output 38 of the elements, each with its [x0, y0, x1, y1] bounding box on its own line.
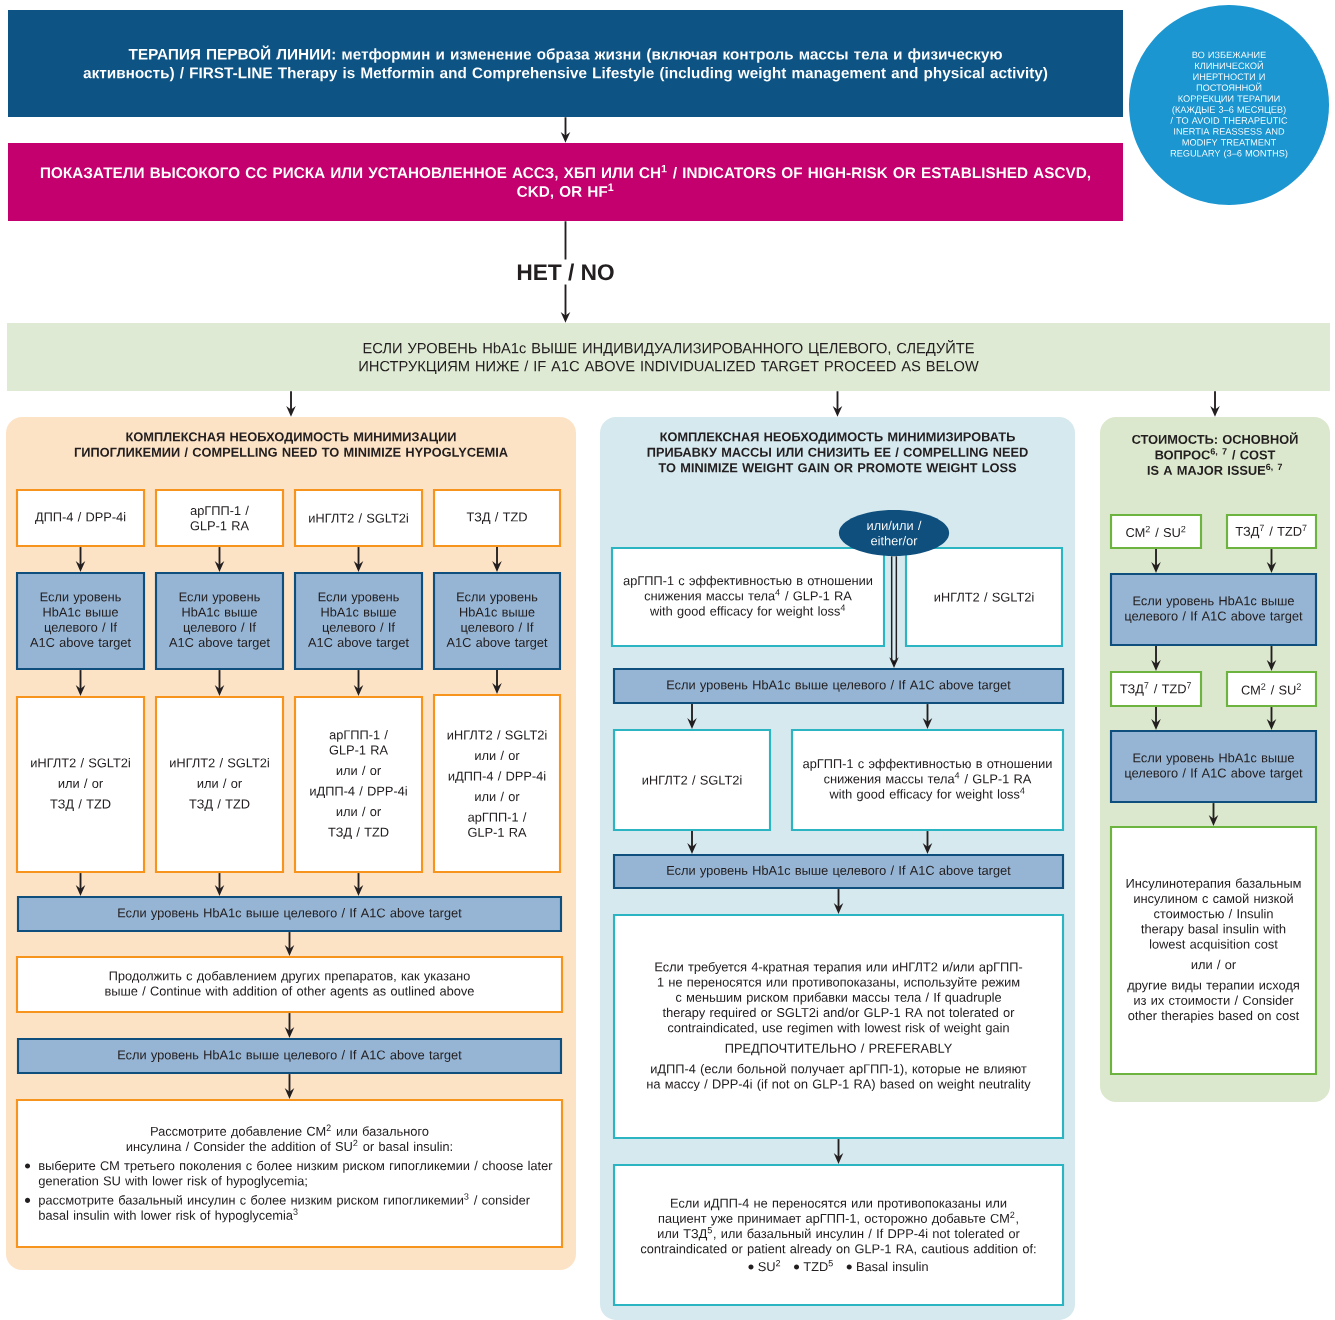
condition-box: Если уровень HbA1c выше целевого / If A1C above target [15, 571, 146, 671]
option-box: Если требуется 4-кратная терапия или иНГЛТ2 и/или арГПП-1 не переносятся или противопоказаны, используйте режим с меньшим риском прибавки массы тела / If quadruple therapy required or SGLT2i and/or GLP-1 RA not tolerated or contraindicated, use regimen with lowest risk of weight gain ПРЕДПОЧТИТЕЛЬНО / PREFERABLY иДПП-4 (если больной получает арГПП-1), которые не влияют на массу / DPP-4i (if not on GLP-1 RA) based on weight neutrality [612, 913, 1065, 1140]
option-box: Продолжить с добавлением других препаратов, как указано выше / Continue with addition of other agents as outlined above [15, 955, 564, 1014]
option-box: Рассмотрите добавление СМ$^{2}$ или базального инсулина / Consider the addition of SU$^{2}$ or basal insulin: выберите СМ третьего поколения с более низким риском гипогликемии / choose later generation SU with lower risk of hypoglycemia; рассмотрите базальный инсулин с более низким риском гипогликемии$^{3}$ / consider basal insulin with lower risk of hypoglycemia$^{3}$ [15, 1098, 564, 1249]
condition-box: Если уровень HbA1c выше целевого / If A1C above target [154, 571, 285, 671]
option-box: иНГЛТ2 / SGLT2i или / or иДПП-4 / DPP-4i или / or арГПП-1 / GLP-1 RA [432, 693, 562, 874]
option-box: Инсулинотерапия базальным инсулином с самой низкой стоимостью / Insulin therapy basal insulin with lowest acquisition cost или / or другие виды терапии исходя из их стоимости / Consider other therapies based on cost [1109, 825, 1318, 1076]
option-box: иНГЛТ2 / SGLT2i [612, 728, 772, 832]
option-box: иНГЛТ2 / SGLT2i [904, 546, 1064, 648]
option-box: иНГЛТ2 / SGLT2i или / or ТЗД / TZD [15, 695, 146, 874]
panel-heading: КОМПЛЕКСНАЯ НЕОБХОДИМОСТЬ МИНИМИЗИРОВАТЬ ПРИБАВКУ МАССЫ ИЛИ СНИЗИТЬ ЕЕ / COMPELLING NEED TO MINIMIZE WEIGHT GAIN OR PROMOTE WEIGHT LOSS [647, 432, 1028, 473]
condition-box: Если уровень HbA1c выше целевого / If A1C above target [612, 853, 1065, 890]
option-box: арГПП-1 / GLP-1 RA [154, 488, 285, 548]
option-box: СМ$^{2}$ / SU$^{2}$ [1109, 513, 1203, 550]
option-box: Если иДПП-4 не переносятся или противопоказаны или пациент уже принимает арГПП-1, осторожно добавьте СМ$^{2}$, или ТЗД$^{5}$, или базальный инсулин / If DPP-4i not tolerated or contraindicated or patient already on GLP-1 RA, cautious addition of: SU$^{2}$ TZD$^{5}$ Basal insulin [612, 1163, 1065, 1307]
option-box: иНГЛТ2 / SGLT2i или / or ТЗД / TZD [154, 695, 285, 874]
panel-heading: КОМПЛЕКСНАЯ НЕОБХОДИМОСТЬ МИНИМИЗАЦИИ ГИПОГЛИКЕМИИ / COMPELLING NEED TO MINIMIZE HYPOGLYCEMIA [74, 432, 508, 457]
option-box: СМ$^{2}$ / SU$^{2}$ [1225, 670, 1318, 708]
risk-banner: ПОКАЗАТЕЛИ ВЫСОКОГО СС РИСКА ИЛИ УСТАНОВЛЕННОЕ АССЗ, ХБП ИЛИ СН$^{1}$ / INDICATORS OF HIGH-RISK OR ESTABLISHED ASCVD, CKD, OR HF$^{1}$ [8, 143, 1123, 221]
condition-box: Если уровень HbA1c выше целевого / If A1C above target [293, 571, 424, 671]
panel-heading: СТОИМОСТЬ: ОСНОВНОЙ ВОПРОС$^{6, 7}$ / COST IS A MAJOR ISSUE$^{6, 7}$ [1132, 432, 1298, 475]
option-box: иНГЛТ2 / SGLT2i [293, 488, 424, 548]
option-box: ТЗД / TZD [432, 488, 562, 548]
header-banner: ТЕРАПИЯ ПЕРВОЙ ЛИНИИ: метформин и изменение образа жизни (включая контроль массы тела и физическую активность) / FIRST-LINE Therapy is Metformin and Comprehensive Lifestyle (including weight management and physical activity) [8, 10, 1123, 117]
edge-label: НЕТ / NO [512, 259, 619, 285]
option-box: ТЗД$^{7}$ / TZD$^{7}$ [1109, 670, 1203, 708]
condition-box: Если уровень HbA1c выше целевого / If A1C above target [16, 1037, 563, 1075]
condition-box: Если уровень HbA1c выше целевого / If A1C above target [612, 667, 1065, 705]
option-box: арГПП-1 / GLP-1 RA или / or иДПП-4 / DPP-4i или / or ТЗД / TZD [293, 695, 424, 874]
condition-box: Если уровень HbA1c выше целевого / If A1C above target [1109, 729, 1318, 804]
option-box: ТЗД$^{7}$ / TZD$^{7}$ [1225, 513, 1318, 550]
condition-box: Если уровень HbA1c выше целевого / If A1C above target [1109, 572, 1318, 647]
instruction-band: ЕСЛИ УРОВЕНЬ HbA1c ВЫШЕ ИНДИВИДУАЛИЗИРОВАННОГО ЦЕЛЕВОГО, СЛЕДУЙТЕ ИНСТРУКЦИЯМ НИЖЕ / IF A1C ABOVE INDIVIDUALIZED TARGET PROCEED AS BELOW [7, 323, 1330, 391]
option-box: арГПП-1 с эффективностью в отношении снижения массы тела$^{4}$ / GLP-1 RA with good efficacy for weight loss$^{4}$ [610, 546, 886, 648]
condition-box: Если уровень HbA1c выше целевого / If A1C above target [16, 895, 563, 933]
condition-box: Если уровень HbA1c выше целевого / If A1C above target [432, 571, 562, 671]
option-box: арГПП-1 с эффективностью в отношении снижения массы тела$^{4}$ / GLP-1 RA with good efficacy for weight loss$^{4}$ [790, 728, 1065, 832]
option-box: ДПП-4 / DPP-4i [15, 488, 146, 548]
